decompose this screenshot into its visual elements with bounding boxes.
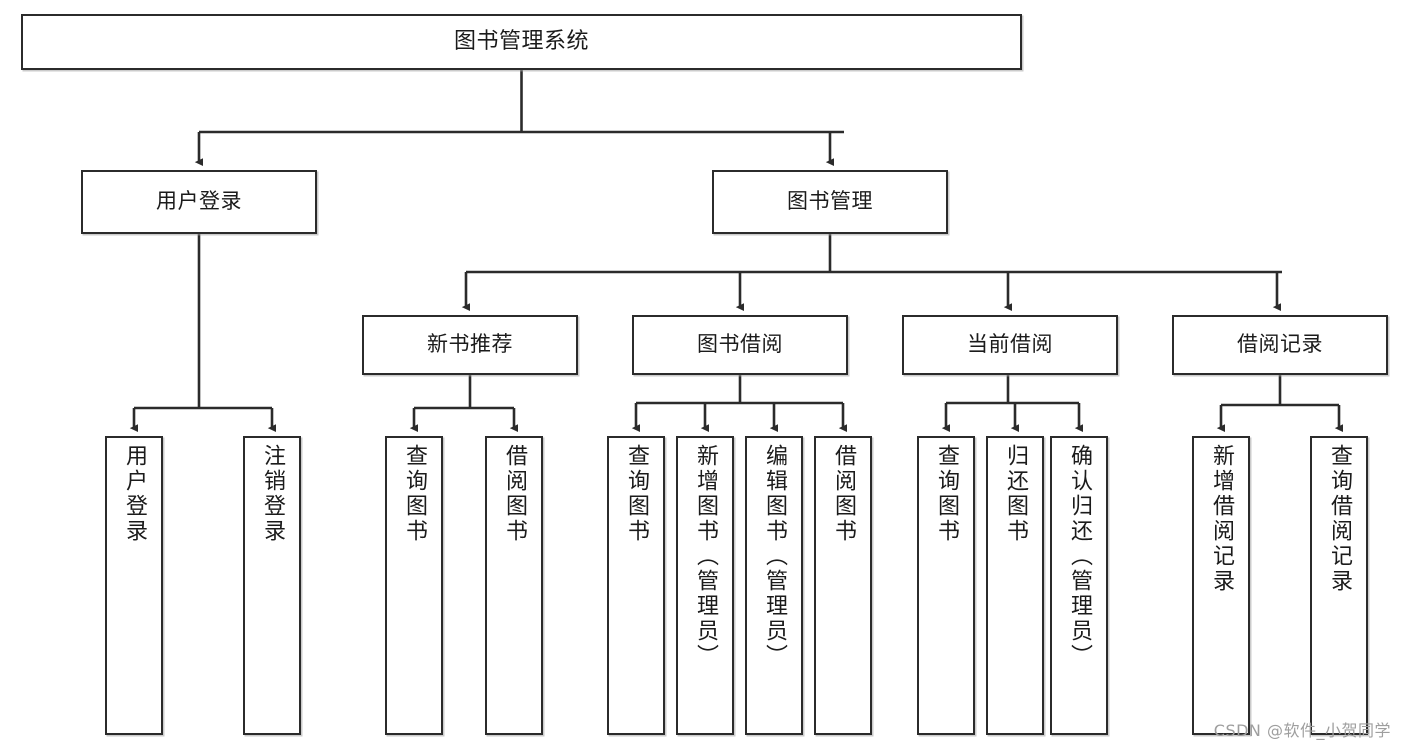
leaf-user-login[interactable]: 用户登录 (105, 436, 163, 735)
leaf-query-borrow-record[interactable]: 查询借阅记录 (1310, 436, 1368, 735)
node-borrow-records-label: 借阅记录 (1237, 332, 1323, 357)
leaf-add-book-admin-label: 新增图书（管理员） (693, 444, 718, 669)
node-root[interactable]: 图书管理系统 (21, 14, 1022, 70)
leaf-edit-book-admin-label: 编辑图书（管理员） (762, 444, 787, 669)
node-current-borrowing[interactable]: 当前借阅 (902, 315, 1118, 375)
watermark: CSDN @软件_小贺同学 (1213, 721, 1391, 740)
node-book-borrowing[interactable]: 图书借阅 (632, 315, 848, 375)
node-new-book-recommendation[interactable]: 新书推荐 (362, 315, 578, 375)
node-root-label: 图书管理系统 (453, 28, 589, 54)
leaf-add-book-admin[interactable]: 新增图书（管理员） (676, 436, 734, 735)
leaf-query-book-borrowing-label: 查询图书 (624, 444, 649, 544)
node-book-management-label: 图书管理 (787, 189, 873, 214)
leaf-add-borrow-record-label: 新增借阅记录 (1209, 444, 1234, 594)
node-new-book-recommendation-label: 新书推荐 (427, 332, 513, 357)
leaf-return-book[interactable]: 归还图书 (986, 436, 1044, 735)
node-user-login[interactable]: 用户登录 (81, 170, 317, 234)
leaf-add-borrow-record[interactable]: 新增借阅记录 (1192, 436, 1250, 735)
leaf-edit-book-admin[interactable]: 编辑图书（管理员） (745, 436, 803, 735)
node-borrow-records[interactable]: 借阅记录 (1172, 315, 1388, 375)
leaf-query-book-newbook[interactable]: 查询图书 (385, 436, 443, 735)
leaf-query-book-borrowing[interactable]: 查询图书 (607, 436, 665, 735)
leaf-query-borrow-record-label: 查询借阅记录 (1327, 444, 1352, 594)
node-user-login-label: 用户登录 (156, 189, 242, 214)
leaf-confirm-return-admin-label: 确认归还（管理员） (1067, 444, 1092, 669)
leaf-return-book-label: 归还图书 (1003, 444, 1028, 544)
leaf-query-book-newbook-label: 查询图书 (402, 444, 427, 544)
node-book-borrowing-label: 图书借阅 (697, 332, 783, 357)
leaf-query-book-current-label: 查询图书 (934, 444, 959, 544)
leaf-logout[interactable]: 注销登录 (243, 436, 301, 735)
node-current-borrowing-label: 当前借阅 (967, 332, 1053, 357)
leaf-borrow-book-borrowing-label: 借阅图书 (831, 444, 856, 544)
leaf-confirm-return-admin[interactable]: 确认归还（管理员） (1050, 436, 1108, 735)
leaf-borrow-book-newbook[interactable]: 借阅图书 (485, 436, 543, 735)
leaf-borrow-book-newbook-label: 借阅图书 (502, 444, 527, 544)
leaf-borrow-book-borrowing[interactable]: 借阅图书 (814, 436, 872, 735)
node-book-management[interactable]: 图书管理 (712, 170, 948, 234)
leaf-user-login-label: 用户登录 (122, 444, 147, 544)
leaf-logout-label: 注销登录 (260, 444, 285, 544)
leaf-query-book-current[interactable]: 查询图书 (917, 436, 975, 735)
